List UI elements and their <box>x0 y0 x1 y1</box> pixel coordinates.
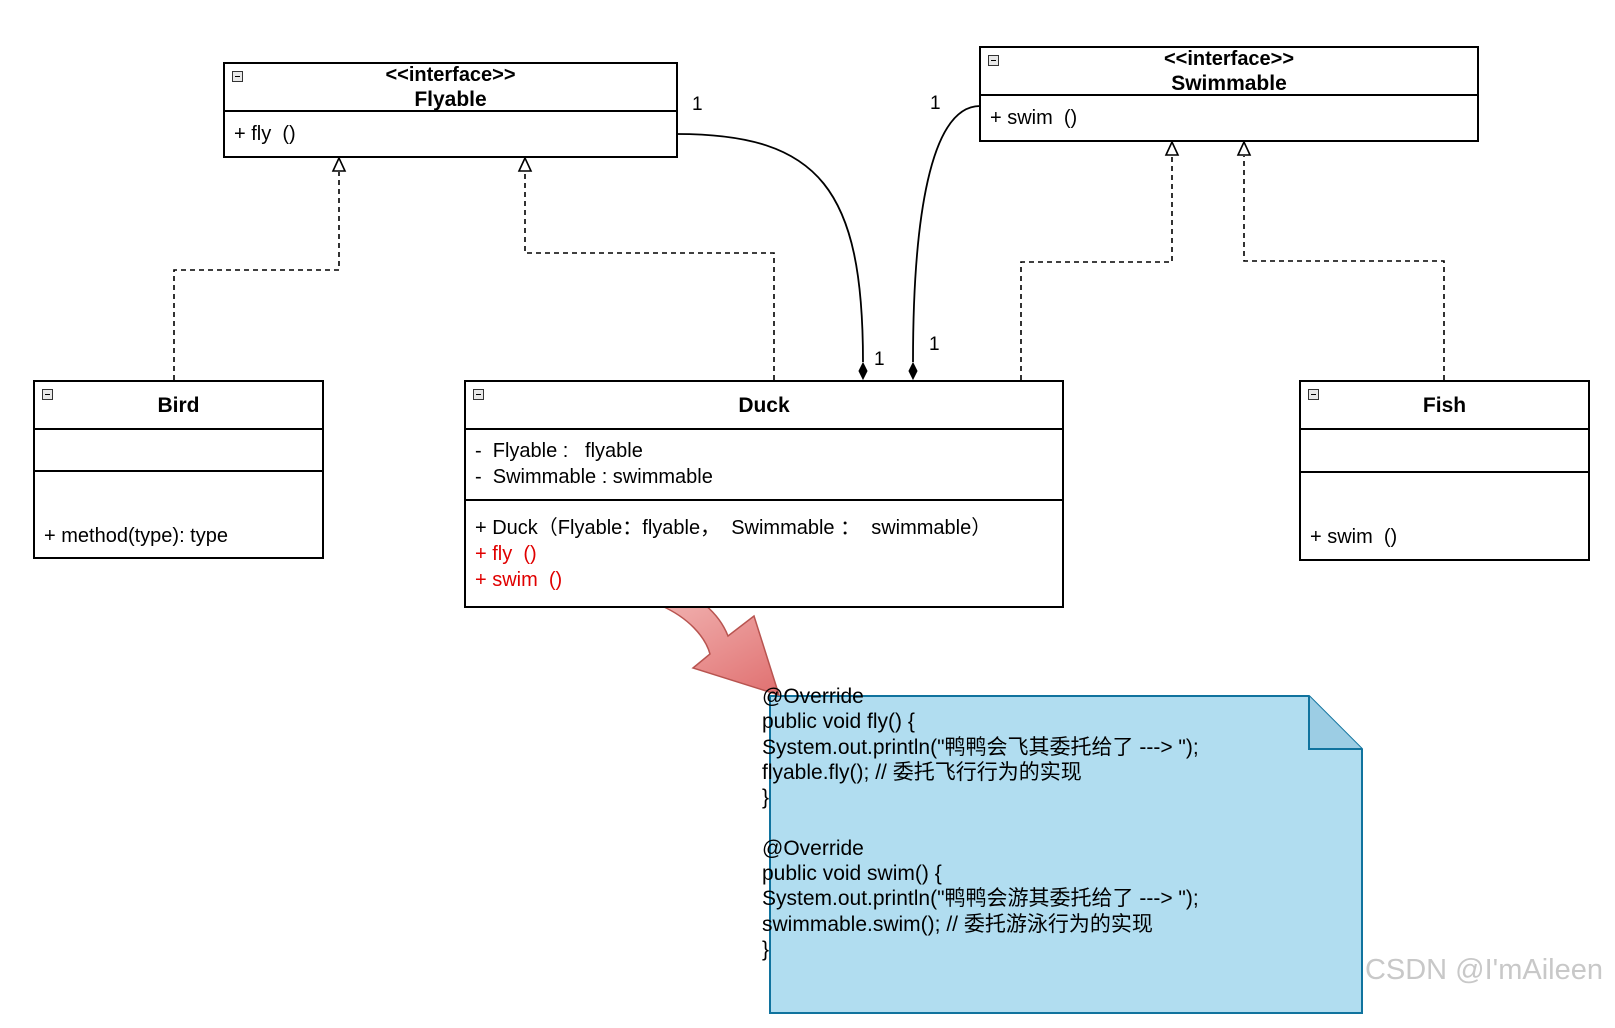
multiplicity-duck-flyable-end: 1 <box>874 349 885 370</box>
duck-swimmable-realization-line <box>1020 156 1173 380</box>
watermark: CSDN @I'mAileen <box>1364 954 1603 986</box>
duck-methods: + Duck（Flyable：flyable， Swimmable ： swim… <box>466 501 1062 606</box>
collapse-toggle-icon[interactable] <box>988 55 999 66</box>
fish-methods: + swim () <box>1301 473 1588 557</box>
bird-header: Bird <box>35 382 322 430</box>
hollow-triangle-icon <box>1164 140 1180 156</box>
class-name: Duck <box>738 394 790 417</box>
fish-header: Fish <box>1301 382 1588 430</box>
swimmable-header: <<interface>> Swimmable <box>981 48 1477 96</box>
method-swim: + swim () <box>990 107 1078 129</box>
duck-flyable-realization-line <box>524 172 775 380</box>
duck-class-box[interactable]: Duck - Flyable : flyable - Swimmable : s… <box>464 380 1064 608</box>
method-fly: + fly () <box>234 123 296 145</box>
interface-stereotype: <<interface>> <box>385 64 516 86</box>
collapse-toggle-icon[interactable] <box>1308 389 1319 400</box>
interface-name: Flyable <box>414 88 487 111</box>
class-name: Bird <box>157 394 200 417</box>
hollow-triangle-icon <box>331 156 347 172</box>
duck-attributes: - Flyable : flyable - Swimmable : swimma… <box>466 430 1062 501</box>
interface-name: Swimmable <box>1171 72 1287 95</box>
method-generic: + method(type): type <box>44 525 228 547</box>
swimmable-methods: + swim () <box>981 96 1477 140</box>
attribute-flyable: - Flyable : flyable <box>475 440 643 462</box>
override-code-snippet: @Override public void fly() { System.out… <box>762 685 1199 961</box>
bird-attributes <box>35 430 322 472</box>
interface-stereotype: <<interface>> <box>1163 48 1295 70</box>
collapse-toggle-icon[interactable] <box>232 71 243 82</box>
hollow-triangle-icon <box>517 156 533 172</box>
attribute-swimmable: - Swimmable : swimmable <box>475 466 713 488</box>
duck-header: Duck <box>466 382 1062 430</box>
note-fold <box>1308 696 1362 750</box>
code-note-shape <box>769 695 1363 1014</box>
method-swim: + swim () <box>1310 526 1398 548</box>
fish-attributes <box>1301 430 1588 473</box>
flyable-composition-line <box>676 133 864 363</box>
method-fly-override: + fly () <box>475 543 537 565</box>
multiplicity-duck-swimmable-end: 1 <box>929 334 940 355</box>
filled-diamond-icon <box>908 361 918 381</box>
fish-realization-line <box>1243 156 1445 380</box>
swimmable-interface-box[interactable]: <<interface>> Swimmable + swim () <box>979 46 1479 142</box>
duck-constructor: + Duck（Flyable：flyable， Swimmable ： swim… <box>475 517 992 539</box>
swimmable-composition-line <box>912 105 981 363</box>
hollow-triangle-icon <box>1236 140 1252 156</box>
bird-realization-line <box>173 172 340 380</box>
class-name: Fish <box>1422 394 1467 417</box>
bird-methods: + method(type): type <box>35 472 322 555</box>
collapse-toggle-icon[interactable] <box>473 389 484 400</box>
method-swim-override: + swim () <box>475 569 563 591</box>
fish-class-box[interactable]: Fish + swim () <box>1299 380 1590 561</box>
filled-diamond-icon <box>858 361 868 381</box>
flyable-methods: + fly () <box>225 112 676 156</box>
bird-class-box[interactable]: Bird + method(type): type <box>33 380 324 559</box>
flyable-header: <<interface>> Flyable <box>225 64 676 112</box>
flyable-interface-box[interactable]: <<interface>> Flyable + fly () <box>223 62 678 158</box>
multiplicity-swimmable-end: 1 <box>930 93 941 114</box>
collapse-toggle-icon[interactable] <box>42 389 53 400</box>
multiplicity-flyable-end: 1 <box>692 94 703 115</box>
